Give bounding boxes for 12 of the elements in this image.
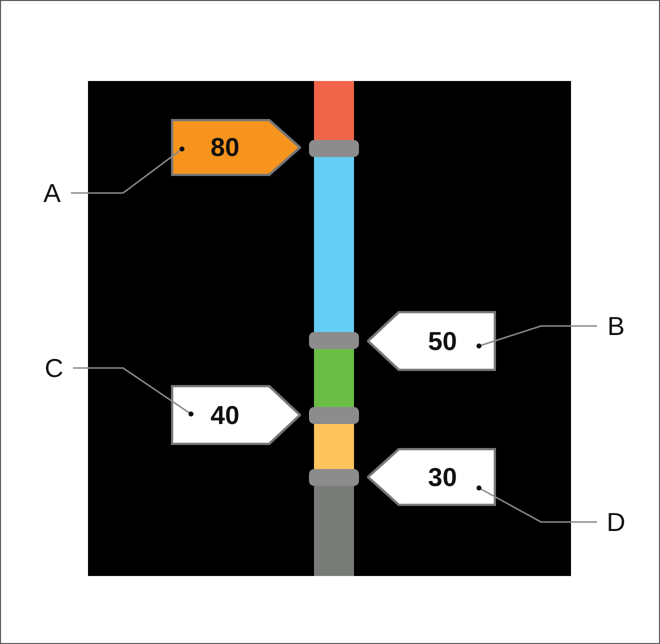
tag-value: 50 (428, 326, 457, 356)
tag-value: 30 (428, 462, 457, 492)
callout-letter: C (39, 352, 69, 384)
callout-letter: B (601, 310, 631, 342)
leader-line (476, 325, 597, 348)
leader-line (73, 367, 194, 416)
callout-letter: D (601, 506, 631, 538)
leader-line (71, 146, 184, 194)
tag-value: 80 (210, 132, 240, 163)
callout-letter: A (37, 177, 67, 209)
leader-line (476, 486, 597, 523)
tag-value: 40 (210, 400, 240, 430)
